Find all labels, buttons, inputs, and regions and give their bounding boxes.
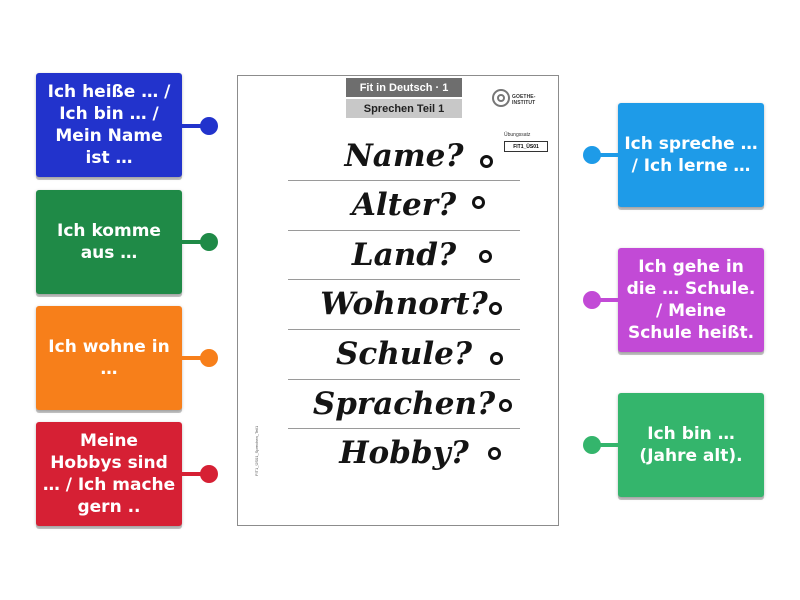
question-hobby: Hobby?: [339, 435, 469, 471]
answer-card-label: Ich bin … (Jahre alt).: [639, 424, 743, 466]
drop-target-pin[interactable]: [583, 291, 601, 309]
question-sprachen: Sprachen?: [312, 386, 496, 422]
answer-card-label: Ich wohne in …: [48, 337, 170, 379]
drop-target-pin[interactable]: [200, 117, 218, 135]
divider: [288, 279, 520, 280]
worksheet-image: Fit in Deutsch · 1 Sprechen Teil 1 GOETH…: [237, 75, 559, 526]
connector-line: [592, 298, 618, 302]
answer-card-alter[interactable]: Ich bin … (Jahre alt).: [618, 393, 764, 497]
question-schule: Schule?: [335, 336, 472, 372]
connector-line: [182, 124, 208, 128]
answer-card-label: Ich gehe in die … Schule. / Meine Schule…: [626, 257, 756, 343]
answer-dot[interactable]: [499, 399, 512, 412]
divider: [288, 428, 520, 429]
drop-target-pin[interactable]: [583, 436, 601, 454]
drop-target-pin[interactable]: [583, 146, 601, 164]
connector-line: [182, 240, 208, 244]
divider: [288, 379, 520, 380]
connector-line: [182, 472, 208, 476]
divider: [288, 329, 520, 330]
connector-line: [592, 153, 618, 157]
answer-card-sprachen[interactable]: Ich spreche … / Ich lerne …: [618, 103, 764, 207]
answer-card-schule[interactable]: Ich gehe in die … Schule. / Meine Schule…: [618, 248, 764, 352]
worksheet-header-subtitle: Sprechen Teil 1: [346, 99, 462, 118]
drop-target-pin[interactable]: [200, 233, 218, 251]
logo-text: GOETHE-INSTITUT: [512, 94, 536, 106]
connector-line: [182, 356, 208, 360]
answer-card-hobby[interactable]: Meine Hobbys sind … / Ich mache gern ..: [36, 422, 182, 526]
code-box: FIT1_ÜS01: [504, 141, 548, 152]
drop-target-pin[interactable]: [200, 349, 218, 367]
drop-target-pin[interactable]: [200, 465, 218, 483]
answer-dot[interactable]: [480, 155, 493, 168]
answer-card-label: Ich spreche … / Ich lerne …: [624, 134, 758, 176]
question-alter: Alter?: [351, 187, 457, 223]
answer-card-label: Ich heiße … / Ich bin … / Mein Name ist …: [47, 82, 171, 168]
question-wohnort: Wohnort?: [320, 286, 488, 322]
answer-card-label: Meine Hobbys sind … / Ich mache gern ..: [42, 431, 176, 517]
answer-dot[interactable]: [472, 196, 485, 209]
answer-card-name[interactable]: Ich heiße … / Ich bin … / Mein Name ist …: [36, 73, 182, 177]
ubungssatz-label: Übungssatz: [504, 132, 531, 138]
answer-card-wohnort[interactable]: Ich wohne in …: [36, 306, 182, 410]
footer-code-vertical: FIT1_ÜS01_Sprechen_Teil1: [254, 425, 259, 476]
answer-dot[interactable]: [490, 352, 503, 365]
worksheet-header-title: Fit in Deutsch · 1: [346, 78, 462, 97]
divider: [288, 180, 520, 181]
answer-dot[interactable]: [479, 250, 492, 263]
divider: [288, 230, 520, 231]
connector-line: [592, 443, 618, 447]
answer-card-land[interactable]: Ich komme aus …: [36, 190, 182, 294]
question-land: Land?: [351, 237, 457, 273]
question-name: Name?: [344, 138, 464, 174]
goethe-logo-icon: [492, 89, 510, 107]
answer-dot[interactable]: [489, 302, 502, 315]
answer-dot[interactable]: [488, 447, 501, 460]
answer-card-label: Ich komme aus …: [57, 221, 161, 263]
